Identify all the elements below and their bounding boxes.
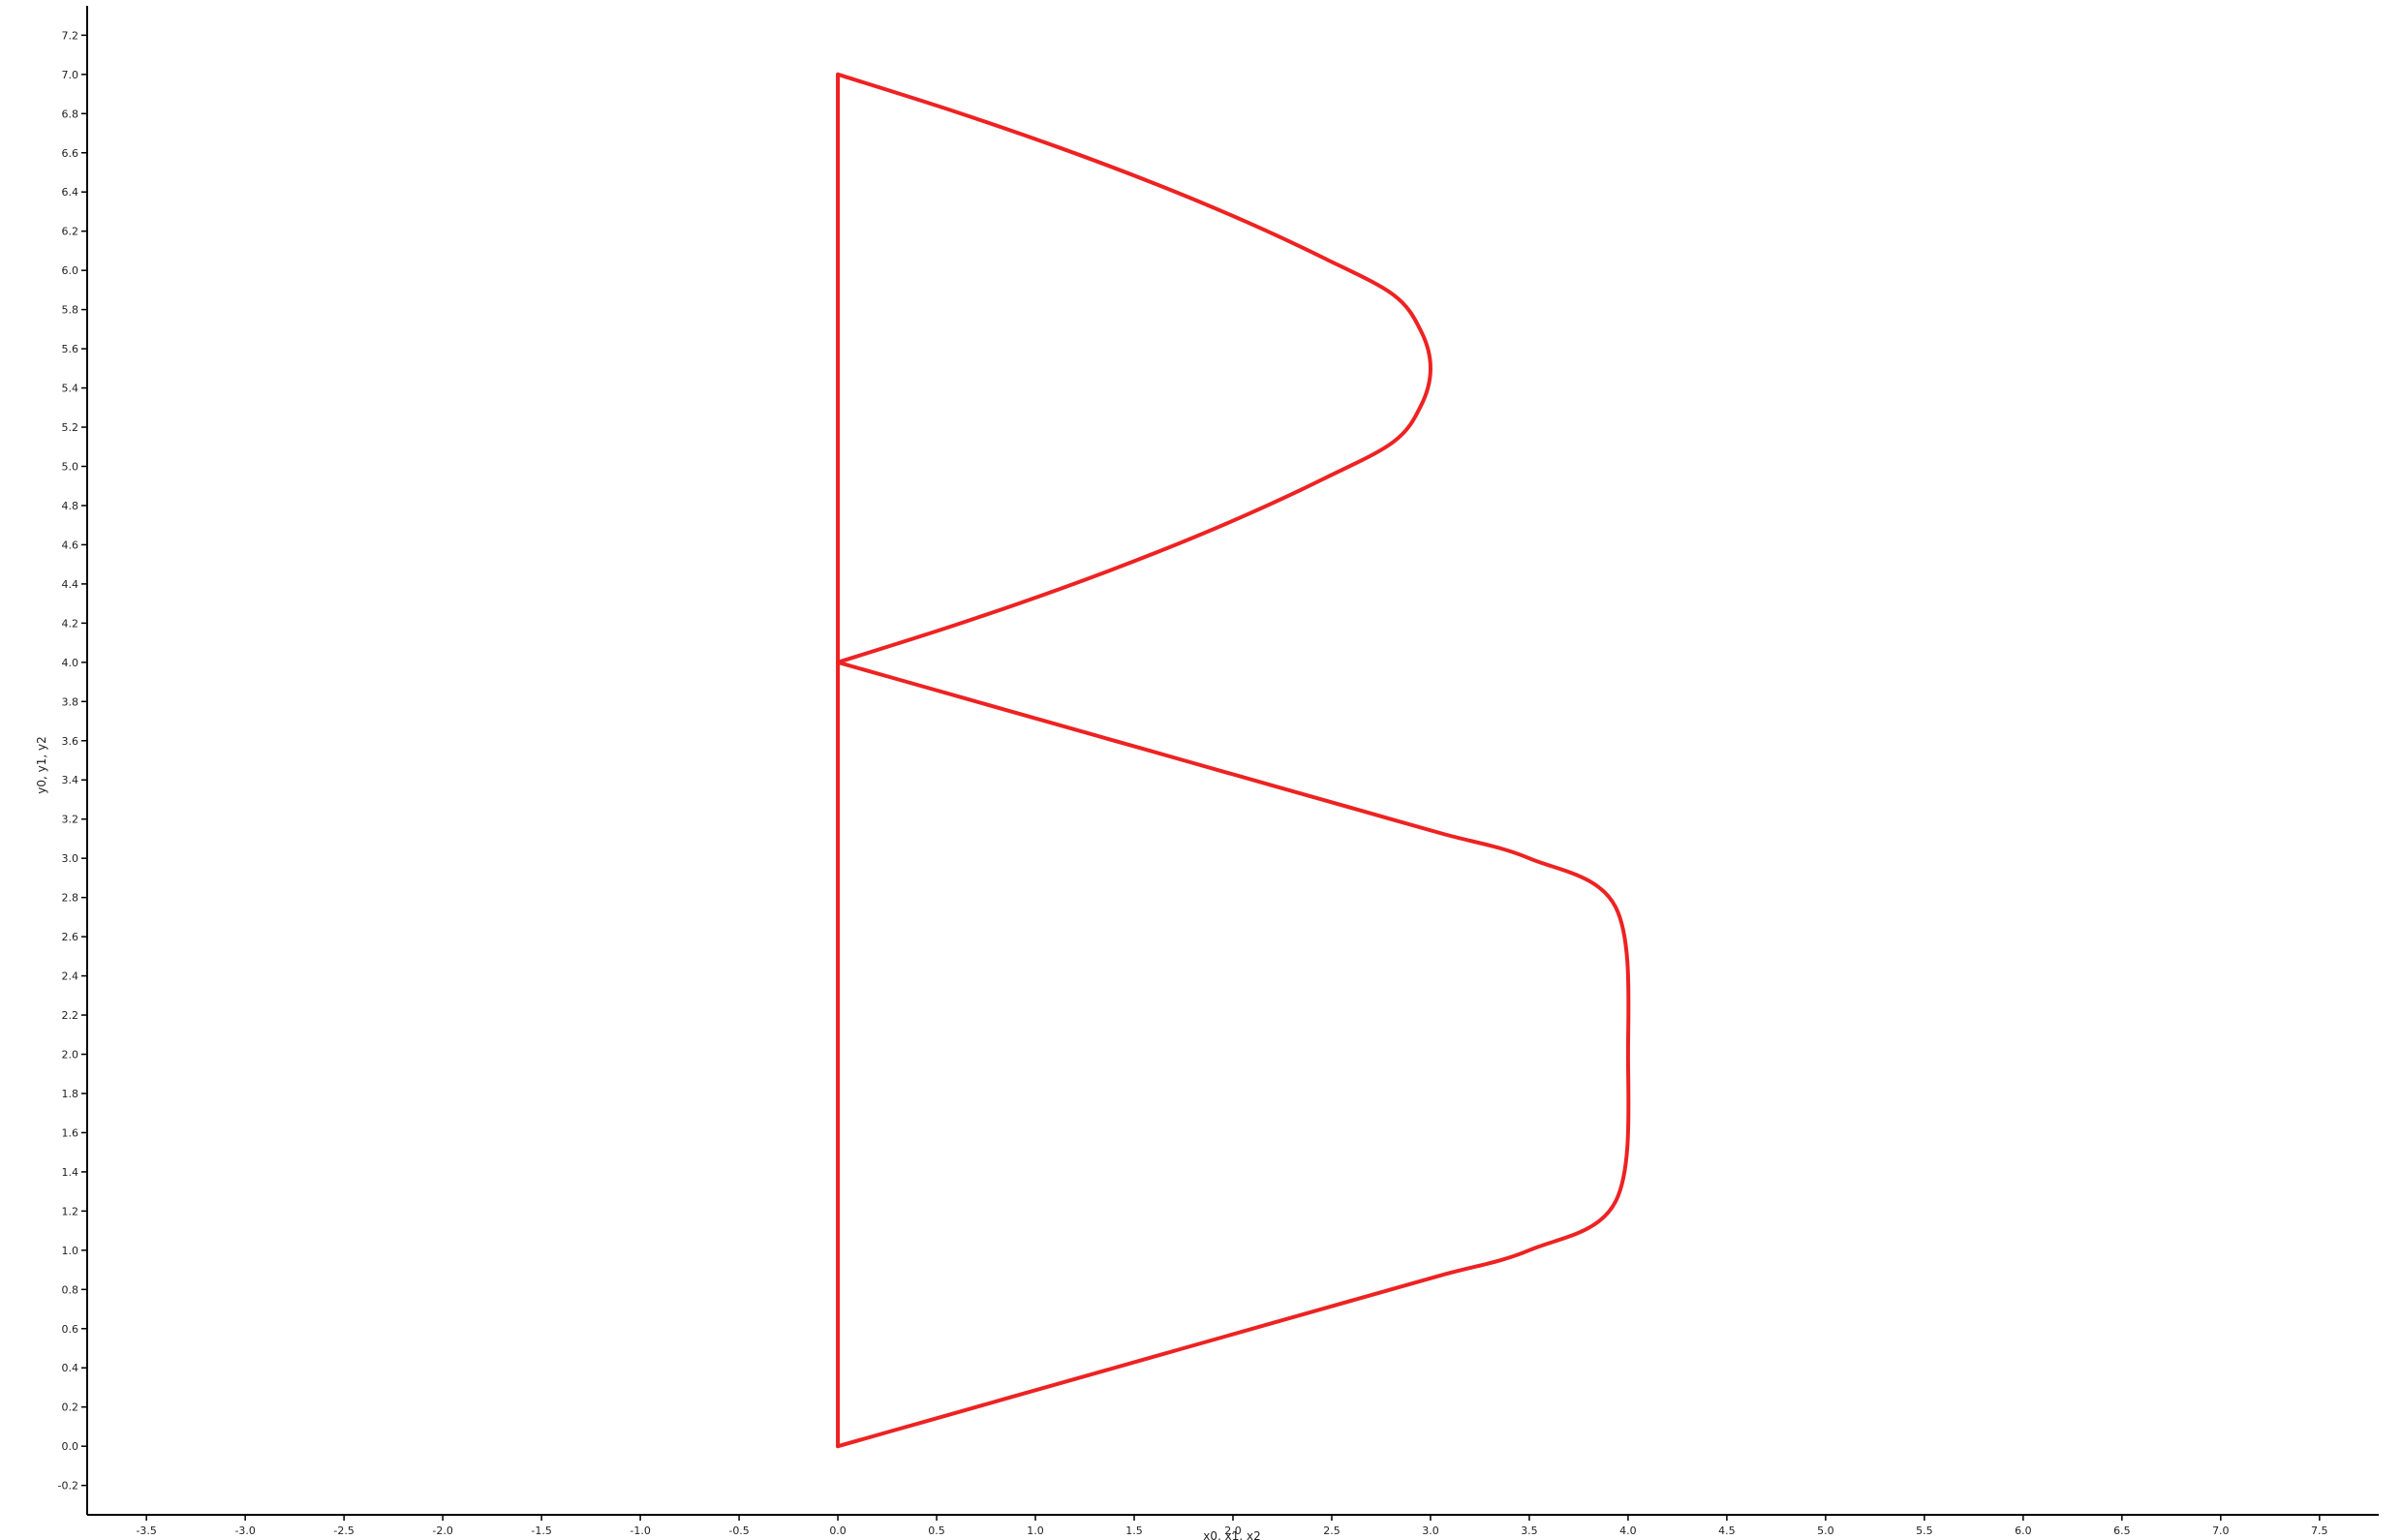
y-tick-label: 0.2 [62,1401,79,1414]
y-tick-label: 6.8 [62,108,79,120]
x-tick-label: -1.0 [630,1525,650,1537]
x-tick-label: -0.5 [728,1525,749,1537]
y-tick-label: 6.6 [62,147,79,160]
x-tick-label: 3.0 [1422,1525,1439,1537]
y-tick-label: -0.2 [58,1480,78,1493]
y-tick-label: 3.4 [62,774,79,786]
y-tick-label: 2.2 [62,1009,79,1022]
y-tick-label: 0.6 [62,1323,79,1336]
y-tick-label: 2.0 [62,1049,79,1062]
y-tick-label: 6.0 [62,264,79,277]
y-tick-label: 2.6 [62,931,79,943]
y-tick-label: 3.8 [62,695,79,708]
y-tick-label: 1.6 [62,1126,79,1139]
y-tick-label: 3.2 [62,814,79,826]
y-tick-label: 1.4 [62,1166,79,1179]
y-tick-label: 0.0 [62,1440,79,1453]
x-tick-label: 0.5 [928,1525,945,1537]
x-tick-label: 1.0 [1027,1525,1044,1537]
series-line-2 [836,72,1432,664]
y-tick-label: 1.8 [62,1088,79,1100]
x-tick-label: 4.0 [1619,1525,1637,1537]
y-tick-label: 1.0 [62,1245,79,1257]
x-tick-label: -1.5 [531,1525,551,1537]
axes-layer [86,6,2379,1516]
x-tick-label: 2.0 [1224,1525,1242,1537]
y-tick-label: 4.4 [62,578,79,591]
y-tick-label: 5.2 [62,421,79,434]
y-tick-label: 2.8 [62,892,79,905]
x-tick-label: 5.0 [1817,1525,1834,1537]
series-layer [836,72,1631,1449]
y-tick-label: 6.2 [62,226,79,238]
y-tick-label: 5.4 [62,383,79,395]
x-tick-label: 3.5 [1521,1525,1538,1537]
x-tick-label: -2.0 [432,1525,452,1537]
x-tick-label: 6.5 [2113,1525,2131,1537]
y-tick-label: 4.6 [62,539,79,551]
x-tick-label: -3.0 [234,1525,255,1537]
x-tick-label: 7.0 [2212,1525,2230,1537]
y-tick-label: 1.2 [62,1205,79,1217]
x-tick-label: -3.5 [136,1525,156,1537]
x-tick-label: 1.5 [1125,1525,1143,1537]
y-tick-label: 4.0 [62,657,79,669]
x-tick-label: 7.5 [2311,1525,2328,1537]
y-tick-label: 7.2 [62,29,79,42]
y-tick-label: 4.8 [62,500,79,512]
y-axis-label: y0, y1, y2 [35,736,48,793]
x-axis-label: x0, x1, x2 [1203,1529,1260,1540]
y-tick-label: 5.6 [62,343,79,355]
y-tick-label: 5.0 [62,460,79,473]
x-tick-label: 5.5 [1916,1525,1933,1537]
y-tick-label: 4.2 [62,617,79,630]
y-tick-label: 6.4 [62,186,79,199]
ticks-layer: -3.5 -3.0 -2.5 -2.0 -1.5 -1.0 -0.5 0.0 0.5 1.0 1.5… [58,29,2328,1537]
x-tick-label: 2.5 [1323,1525,1340,1537]
x-tick-label: 0.0 [829,1525,847,1537]
y-tick-label: 5.8 [62,304,79,317]
y-tick-label: 0.8 [62,1283,79,1296]
y-tick-label: 3.6 [62,735,79,748]
y-tick-label: 0.4 [62,1362,79,1374]
x-tick-label: -2.5 [333,1525,354,1537]
y-tick-label: 7.0 [62,69,79,81]
y-tick-label: 3.0 [62,852,79,865]
x-tick-label: 4.5 [1718,1525,1736,1537]
x-tick-label: 6.0 [2015,1525,2032,1537]
y-tick-label: 2.4 [62,970,79,983]
series-line-1 [836,660,1631,1449]
